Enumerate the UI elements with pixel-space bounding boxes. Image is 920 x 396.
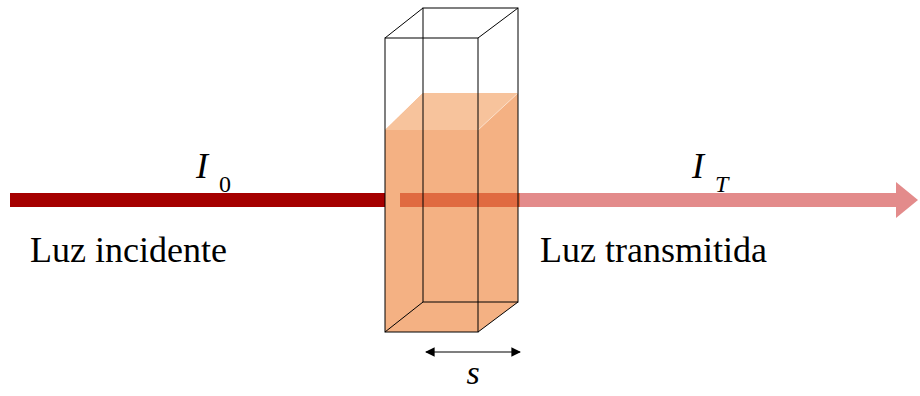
subscript: T xyxy=(715,172,728,196)
beam-in-sample xyxy=(400,193,520,207)
incident-beam xyxy=(10,193,405,207)
dimension-label: s xyxy=(466,356,479,390)
intensity-symbol: I xyxy=(196,148,208,184)
liquid xyxy=(385,93,518,332)
transmitted-beam xyxy=(520,193,898,207)
dimension-arrow xyxy=(426,351,520,352)
beam-label: Luz incidente xyxy=(30,232,227,268)
cuvette-outline xyxy=(385,8,518,332)
intensity-symbol: I xyxy=(692,148,704,184)
subscript: 0 xyxy=(219,172,231,196)
beam-arrowhead xyxy=(896,182,918,218)
surface-edge xyxy=(478,93,518,130)
beam-label: Luz transmitida xyxy=(540,232,767,268)
liquid-surface xyxy=(385,93,518,130)
